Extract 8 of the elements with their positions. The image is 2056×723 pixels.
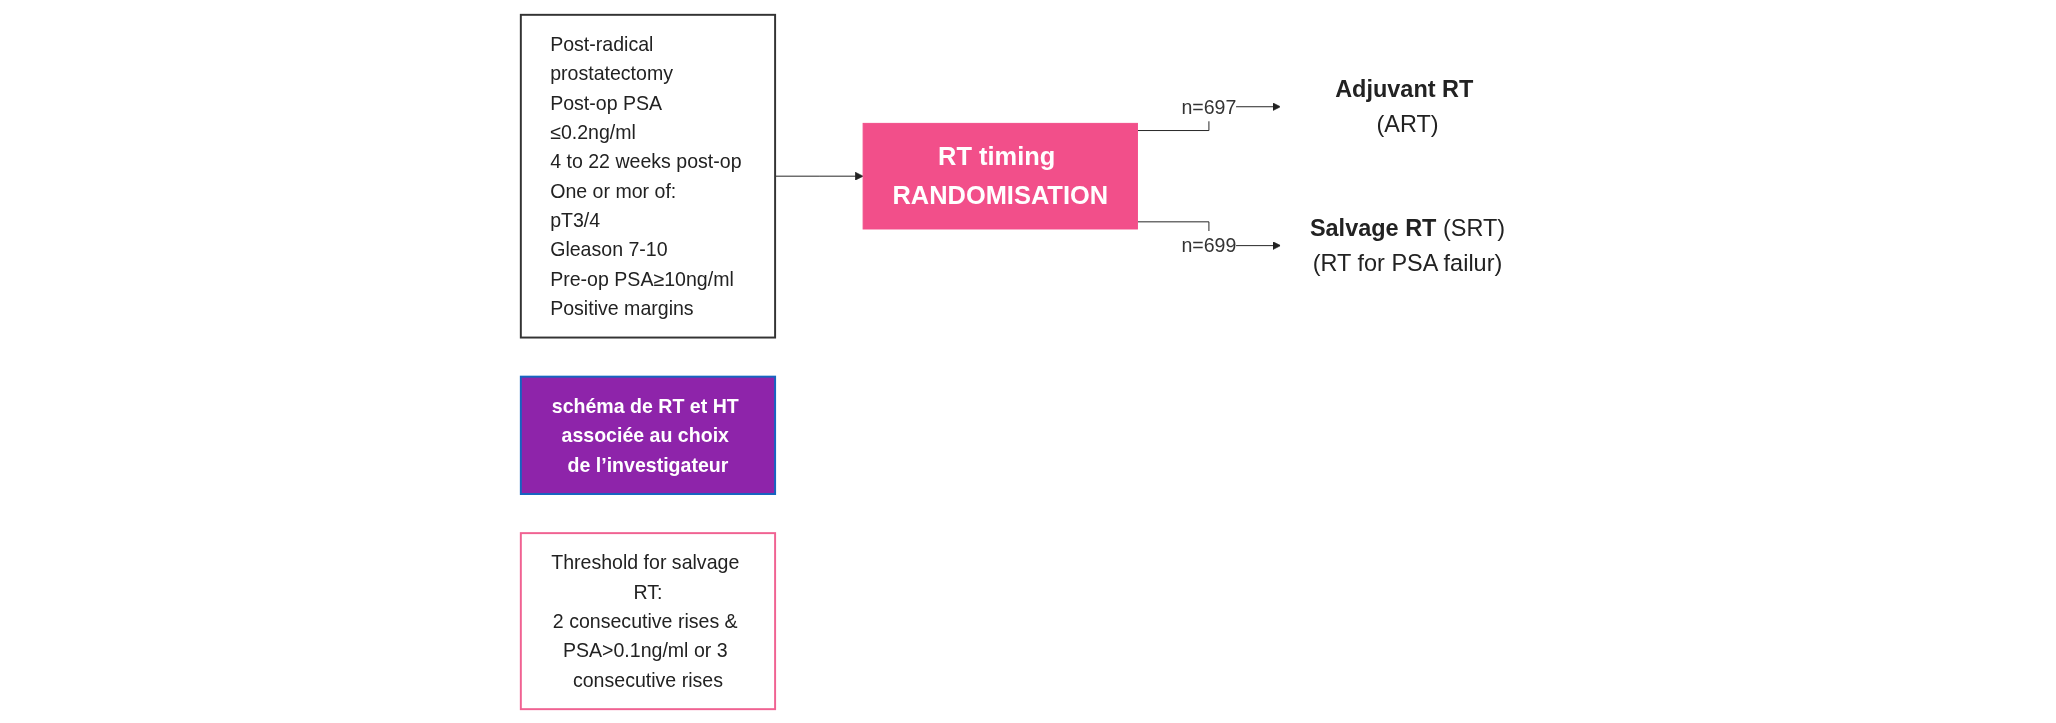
node-text: Adjuvant RT (ART) [1335,74,1474,137]
edge-label: n=697 [1181,95,1237,118]
node-box: Threshold for salvage RT: 2 consecutive rises & PSA>0.1ng/ml or 3 consecutive rises [520,531,777,710]
node-box: Post-radical prostatectomy Post-op PSA ≤0.2ng/ml 4 to 22 weeks post-op One or mor of: pT3/4 Gleason 7-10 Pre-op PSA≥10ng/ml Positive margins [520,13,777,339]
node-text: Salvage RT (SRT) (RT for PSA failur) [1310,213,1506,276]
node-box: RT timing RANDOMISATION [862,122,1139,229]
node-box: schéma de RT et HT associée au choix de l’investigateur [520,375,777,495]
edge-label: n=699 [1181,234,1237,256]
